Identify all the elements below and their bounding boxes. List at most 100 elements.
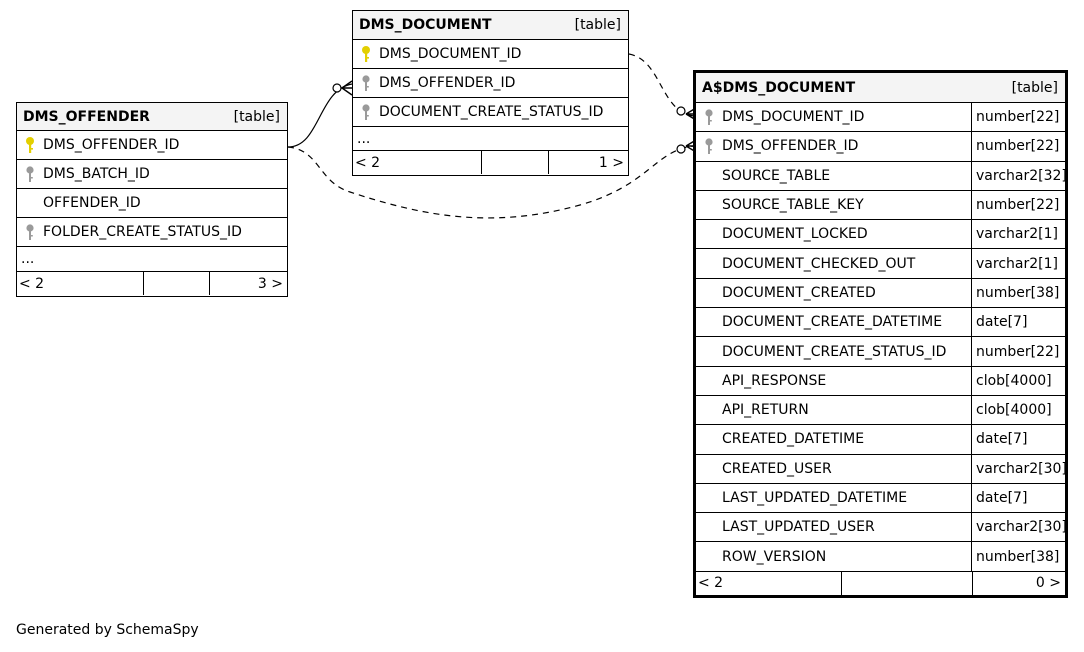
- column-row[interactable]: ROW_VERSION number[38]: [696, 542, 1065, 572]
- column-row[interactable]: OFFENDER_ID: [17, 189, 287, 218]
- table-header: DMS_OFFENDER [table]: [17, 103, 287, 131]
- column-name: DMS_DOCUMENT_ID: [379, 46, 522, 62]
- column-name: DOCUMENT_CREATED: [722, 284, 876, 301]
- table-kind: [table]: [1011, 79, 1058, 96]
- foreign-key-icon: [362, 104, 370, 120]
- link-audit-document-zero: [676, 106, 686, 116]
- table-dms-document[interactable]: DMS_DOCUMENT [table] DMS_DOCUMENT_ID DMS…: [352, 10, 629, 176]
- column-row[interactable]: DMS_DOCUMENT_ID number[22]: [696, 103, 1065, 133]
- column-row[interactable]: DOCUMENT_CREATED number[38]: [696, 278, 1065, 309]
- column-name: FOLDER_CREATE_STATUS_ID: [43, 224, 242, 240]
- column-type: date[7]: [971, 483, 1065, 513]
- column-name: LAST_UPDATED_USER: [722, 519, 875, 536]
- table-footer: < 2 3 >: [17, 272, 287, 295]
- column-name: DOCUMENT_CREATE_STATUS_ID: [379, 104, 604, 120]
- foreign-key-icon: [705, 109, 713, 126]
- column-type: varchar2[1]: [971, 249, 1065, 278]
- column-row[interactable]: LAST_UPDATED_USER varchar2[30]: [696, 513, 1067, 543]
- column-row[interactable]: CREATED_DATETIME date[7]: [696, 425, 1065, 455]
- column-row[interactable]: SOURCE_TABLE_KEY number[22]: [696, 190, 1065, 221]
- column-row[interactable]: DOCUMENT_CREATE_STATUS_ID number[22]: [696, 337, 1065, 367]
- column-type: date[7]: [971, 308, 1065, 337]
- parents-link[interactable]: < 2: [355, 154, 381, 171]
- generator-credit: Generated by SchemaSpy: [16, 622, 199, 638]
- column-name: DMS_OFFENDER_ID: [379, 75, 516, 91]
- link-audit-offender-zero: [676, 144, 686, 154]
- column-row[interactable]: DMS_OFFENDER_ID number[22]: [696, 132, 1065, 162]
- column-type: number[38]: [971, 542, 1065, 571]
- column-row[interactable]: DMS_DOCUMENT_ID: [353, 40, 628, 69]
- link-document-offender-zero: [332, 83, 342, 93]
- column-name: DMS_OFFENDER_ID: [722, 138, 859, 155]
- footer-spacer: [841, 571, 972, 595]
- link-document-offender-crow: [341, 80, 353, 96]
- column-row[interactable]: DOCUMENT_CREATE_DATETIME date[7]: [696, 308, 1065, 338]
- more-columns[interactable]: ...: [353, 127, 628, 151]
- link-audit-document: [628, 53, 695, 117]
- column-name: OFFENDER_ID: [43, 195, 141, 211]
- column-row[interactable]: SOURCE_TABLE varchar2[32]: [696, 161, 1067, 191]
- foreign-key-icon: [26, 166, 34, 182]
- parents-link[interactable]: < 2: [698, 575, 724, 592]
- table-footer: < 2 1 >: [353, 151, 628, 174]
- table-footer: < 2 0 >: [696, 571, 1065, 595]
- more-columns[interactable]: ...: [17, 247, 287, 272]
- column-type: number[22]: [971, 337, 1065, 366]
- parents-link[interactable]: < 2: [19, 275, 45, 292]
- column-name: DOCUMENT_CHECKED_OUT: [722, 255, 916, 272]
- column-row[interactable]: DOCUMENT_LOCKED varchar2[1]: [696, 220, 1065, 250]
- column-name: LAST_UPDATED_DATETIME: [722, 490, 908, 506]
- foreign-key-icon: [26, 224, 34, 240]
- primary-key-icon: [362, 46, 370, 62]
- column-row[interactable]: DMS_BATCH_ID: [17, 160, 287, 189]
- column-name: SOURCE_TABLE_KEY: [722, 197, 864, 214]
- table-header: A$DMS_DOCUMENT [table]: [696, 73, 1065, 103]
- primary-key-icon: [26, 137, 34, 153]
- column-type: varchar2[1]: [971, 220, 1065, 249]
- column-type: clob[4000]: [971, 395, 1065, 425]
- column-row[interactable]: DMS_OFFENDER_ID: [17, 131, 287, 160]
- column-type: varchar2[32]: [971, 161, 1067, 190]
- column-name: DOCUMENT_LOCKED: [722, 226, 868, 243]
- table-name: DMS_DOCUMENT: [359, 17, 492, 33]
- foreign-key-icon: [705, 138, 713, 155]
- column-type: varchar2[30]: [971, 513, 1067, 542]
- column-type: number[38]: [971, 278, 1065, 308]
- column-row[interactable]: DOCUMENT_CREATE_STATUS_ID: [353, 98, 628, 127]
- column-name: DOCUMENT_CREATE_STATUS_ID: [722, 343, 947, 360]
- table-kind: [table]: [233, 108, 280, 125]
- column-name: API_RETURN: [722, 402, 809, 419]
- column-name: DMS_BATCH_ID: [43, 166, 150, 182]
- children-link[interactable]: 0 >: [972, 571, 1065, 595]
- column-row[interactable]: FOLDER_CREATE_STATUS_ID: [17, 218, 287, 247]
- column-type: date[7]: [971, 425, 1065, 454]
- table-kind: [table]: [574, 17, 621, 33]
- footer-spacer: [481, 151, 548, 174]
- column-name: DMS_OFFENDER_ID: [43, 137, 180, 153]
- column-name: DOCUMENT_CREATE_DATETIME: [722, 314, 943, 331]
- column-name: CREATED_DATETIME: [722, 431, 865, 448]
- children-link[interactable]: 3 >: [209, 272, 287, 295]
- column-row[interactable]: LAST_UPDATED_DATETIME date[7]: [696, 483, 1065, 514]
- column-type: number[22]: [971, 103, 1065, 132]
- column-type: number[22]: [971, 132, 1065, 161]
- column-type: varchar2[30]: [971, 454, 1067, 483]
- column-row[interactable]: API_RETURN clob[4000]: [696, 395, 1065, 426]
- column-name: ROW_VERSION: [722, 548, 827, 565]
- table-dms-offender[interactable]: DMS_OFFENDER [table] DMS_OFFENDER_ID DMS…: [16, 102, 288, 297]
- table-name: A$DMS_DOCUMENT: [702, 79, 856, 96]
- children-link[interactable]: 1 >: [548, 151, 628, 174]
- column-row[interactable]: DMS_OFFENDER_ID: [353, 69, 628, 98]
- column-name: API_RESPONSE: [722, 372, 827, 389]
- column-row[interactable]: DOCUMENT_CHECKED_OUT varchar2[1]: [696, 249, 1065, 279]
- column-name: SOURCE_TABLE: [722, 167, 831, 184]
- footer-spacer: [143, 272, 209, 295]
- column-type: number[22]: [971, 190, 1065, 220]
- link-audit-offender: [287, 145, 695, 219]
- column-name: DMS_DOCUMENT_ID: [722, 109, 865, 126]
- column-type: clob[4000]: [971, 366, 1065, 395]
- column-row[interactable]: API_RESPONSE clob[4000]: [696, 366, 1065, 396]
